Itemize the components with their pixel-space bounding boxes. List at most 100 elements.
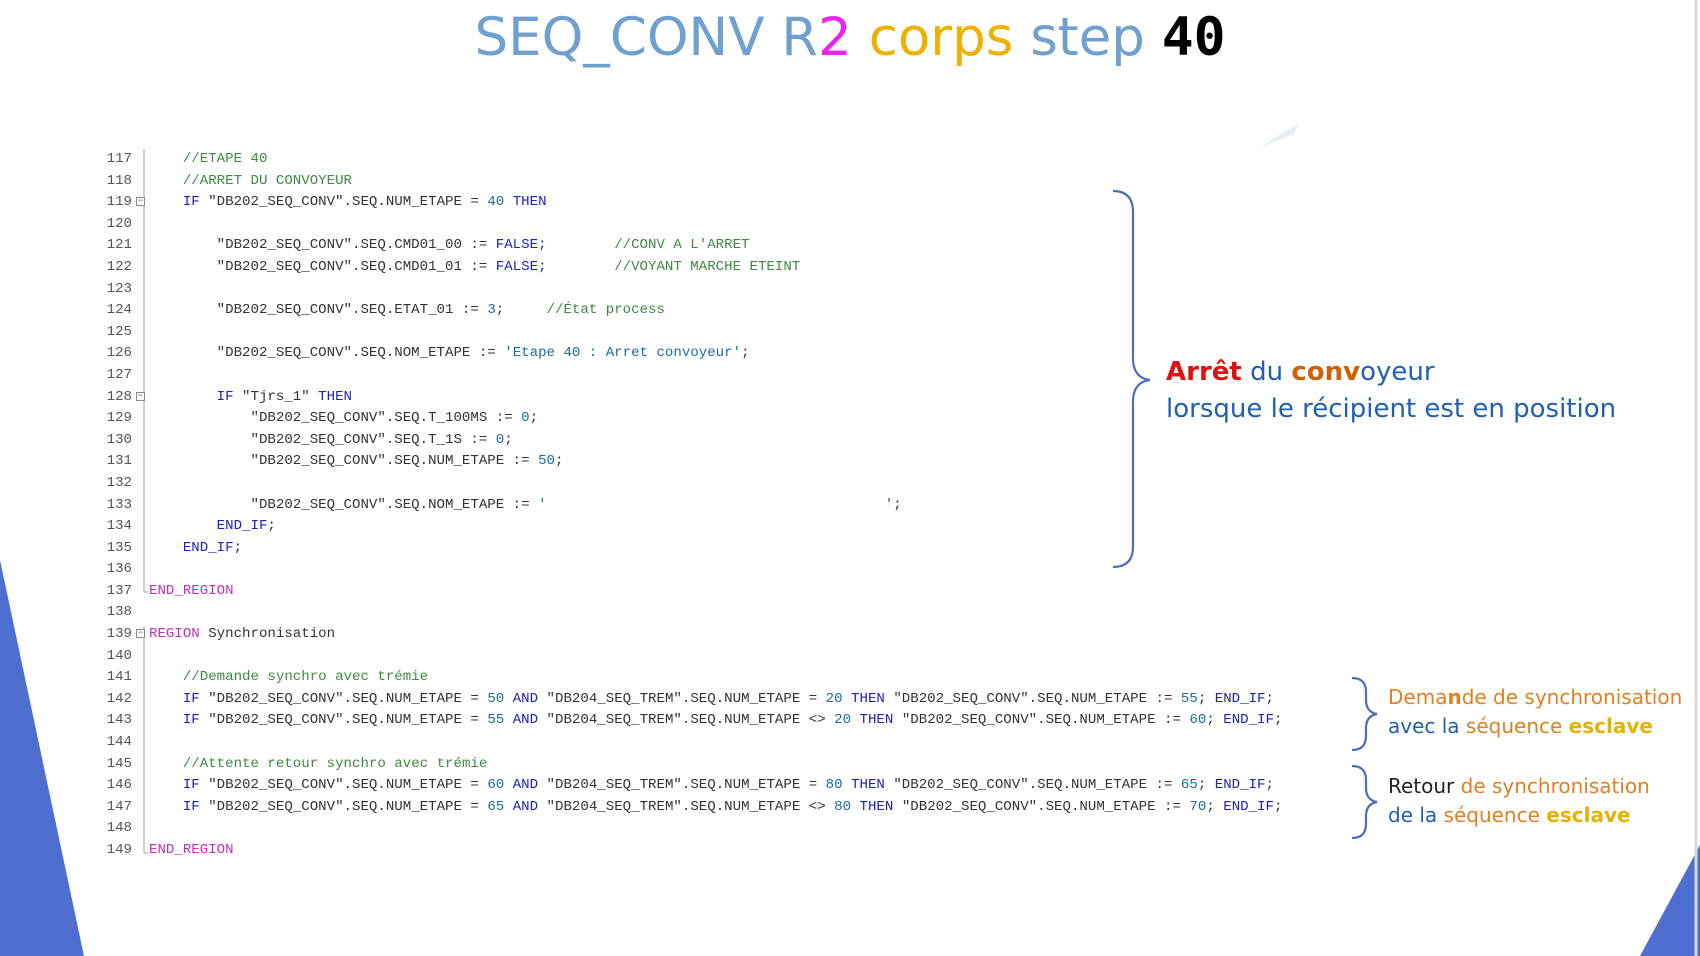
code-token-kw: IF: [182, 690, 200, 707]
line-number: 131: [106, 453, 132, 470]
code-token-kw: THEN: [851, 777, 885, 794]
code-text: "DB202_SEQ_CONV".SEQ.CMD01_01 := FALSE; …: [149, 257, 801, 279]
code-token-cmt: //CONV A L'ARRET: [614, 237, 750, 254]
code-token-num: 55: [487, 712, 505, 729]
code-token-ident: "DB202_SEQ_CONV".SEQ.NUM_ETAPE =: [199, 194, 488, 211]
code-token-ident: "DB204_SEQ_TREM".SEQ.NUM_ETAPE =: [538, 777, 826, 794]
code-text: //Attente retour synchro avec trémie: [149, 754, 487, 776]
fold-toggle-icon[interactable]: −: [136, 390, 145, 401]
annotation-demande-line2: avec la séquence esclave: [1388, 712, 1682, 741]
code-token-ident: ;: [1273, 712, 1283, 729]
code-token-ident: ;: [1206, 798, 1224, 815]
code-token-ident: "DB202_SEQ_CONV".SEQ.CMD01_00 :=: [149, 237, 496, 254]
code-token-ident: ;: [1273, 798, 1283, 815]
annotation-retour: Retour de synchronisation de la séquence…: [1388, 772, 1650, 830]
line-number: 120: [106, 215, 132, 232]
code-token-ident: "DB202_SEQ_CONV".SEQ.T_1S :=: [149, 431, 496, 448]
code-token-kw: END_IF: [1223, 712, 1274, 729]
code-token-kw: END_IF: [1223, 798, 1274, 815]
line-number: 133: [106, 496, 132, 513]
annotation-arret: Arrêt du convoyeur lorsque le récipient …: [1166, 354, 1616, 428]
code-token-kw: IF: [182, 194, 200, 211]
brace-arret: [1112, 189, 1151, 569]
code-text: END_REGION: [149, 581, 234, 603]
annotation-segment: lorsque le récipient est en position: [1166, 394, 1617, 424]
brace-retour: [1351, 764, 1378, 840]
code-token-cmt: //Demande synchro avec trémie: [182, 669, 429, 686]
line-number: 125: [106, 323, 132, 340]
code-text: "DB202_SEQ_CONV".SEQ.NOM_ETAPE := 'Etape…: [149, 343, 750, 365]
fold-guide-lines: [143, 149, 148, 854]
annotation-segment: esclave: [1568, 714, 1653, 738]
annotation-segment: conv: [1291, 357, 1361, 387]
code-text: "DB202_SEQ_CONV".SEQ.CMD01_00 := FALSE; …: [149, 235, 750, 257]
code-token-region: END_REGION: [149, 842, 234, 858]
title-segment: 40: [1161, 7, 1226, 68]
line-number: 137: [106, 582, 132, 599]
line-number: 139: [106, 626, 132, 643]
code-token-ident: "DB202_SEQ_CONV".SEQ.NOM_ETAPE :=: [149, 496, 539, 513]
code-token-kw: AND: [512, 777, 539, 794]
code-token-cmt: //État process: [546, 302, 665, 319]
fold-toggle-icon[interactable]: −: [136, 196, 145, 207]
code-token-ident: "DB202_SEQ_CONV".SEQ.NUM_ETAPE =: [199, 690, 488, 707]
code-token-ident: Synchronisation: [199, 626, 336, 643]
code-text: IF "DB202_SEQ_CONV".SEQ.NUM_ETAPE = 50 A…: [149, 689, 1274, 711]
annotation-retour-line1: Retour de synchronisation: [1388, 772, 1650, 801]
line-number: 130: [106, 431, 132, 448]
code-token-cmt: //VOYANT MARCHE ETEINT: [614, 258, 801, 275]
annotation-arret-line1: Arrêt du convoyeur: [1166, 354, 1616, 391]
code-token-num: 60: [1189, 712, 1207, 729]
annotation-demande: Demande de synchronisation avec la séque…: [1388, 683, 1682, 741]
title-segment: SEQ_CONV R: [474, 7, 819, 68]
code-token-num: 0: [495, 431, 505, 448]
code-token-kw: END_IF: [1214, 690, 1266, 707]
code-token-ident: ;: [495, 302, 547, 319]
code-token-kw: THEN: [851, 690, 885, 707]
annotation-segment: Dema: [1388, 685, 1448, 709]
code-token-num: 50: [538, 453, 555, 470]
code-token-num: 65: [1180, 777, 1198, 794]
code-token-ident: ;: [1197, 690, 1215, 707]
line-number: 138: [106, 604, 132, 621]
code-token-cmt: //ARRET DU CONVOYEUR: [182, 172, 352, 189]
code-text: REGION Synchronisation: [149, 624, 335, 646]
line-number: 117: [106, 151, 132, 167]
code-token-ident: ;: [267, 518, 276, 535]
brace-demande: [1351, 676, 1378, 752]
code-token-kw: IF: [182, 712, 200, 729]
code-token-kw: IF: [182, 777, 200, 794]
code-text: END_REGION: [149, 840, 234, 862]
line-number: 140: [106, 647, 132, 664]
title-segment: 2: [818, 7, 852, 68]
annotation-segment: n: [1447, 685, 1462, 709]
code-token-ident: ;: [504, 431, 513, 448]
annotation-segment: de de synchronisation: [1461, 685, 1683, 709]
line-number: 123: [106, 280, 132, 297]
code-text: END_IF;: [149, 516, 276, 538]
code-token-kw: END_IF: [182, 539, 234, 556]
line-number: 119: [106, 194, 132, 211]
code-text: "DB202_SEQ_CONV".SEQ.T_100MS := 0;: [149, 408, 538, 430]
code-token-ident: "DB202_SEQ_CONV".SEQ.ETAT_01 :=: [149, 302, 488, 319]
code-token-ident: "Tjrs_1": [233, 388, 319, 405]
code-token-ident: "DB202_SEQ_CONV".SEQ.T_100MS :=: [149, 410, 522, 427]
annotation-retour-line2: de la séquence esclave: [1388, 801, 1650, 830]
code-token-ident: "DB204_SEQ_TREM".SEQ.NUM_ETAPE <>: [538, 712, 835, 729]
code-token-ident: ;: [1265, 777, 1274, 794]
code-text: "DB202_SEQ_CONV".SEQ.ETAT_01 := 3; //Éta…: [149, 300, 665, 322]
code-token-num: 55: [1180, 690, 1198, 707]
annotation-segment: avec la: [1388, 714, 1466, 738]
code-text: "DB202_SEQ_CONV".SEQ.NUM_ETAPE := 50;: [149, 451, 563, 473]
code-token-num: 20: [834, 712, 852, 729]
line-number: 143: [106, 712, 132, 729]
code-token-num: 60: [487, 777, 505, 794]
fold-toggle-icon[interactable]: −: [136, 628, 145, 639]
code-token-ident: ;: [538, 258, 615, 275]
code-token-kw: IF: [216, 388, 234, 405]
code-text: "DB202_SEQ_CONV".SEQ.T_1S := 0;: [149, 430, 513, 452]
code-token-kw: THEN: [318, 388, 353, 405]
code-token-kw: AND: [512, 690, 539, 707]
code-text: IF "DB202_SEQ_CONV".SEQ.NUM_ETAPE = 60 A…: [149, 775, 1274, 797]
